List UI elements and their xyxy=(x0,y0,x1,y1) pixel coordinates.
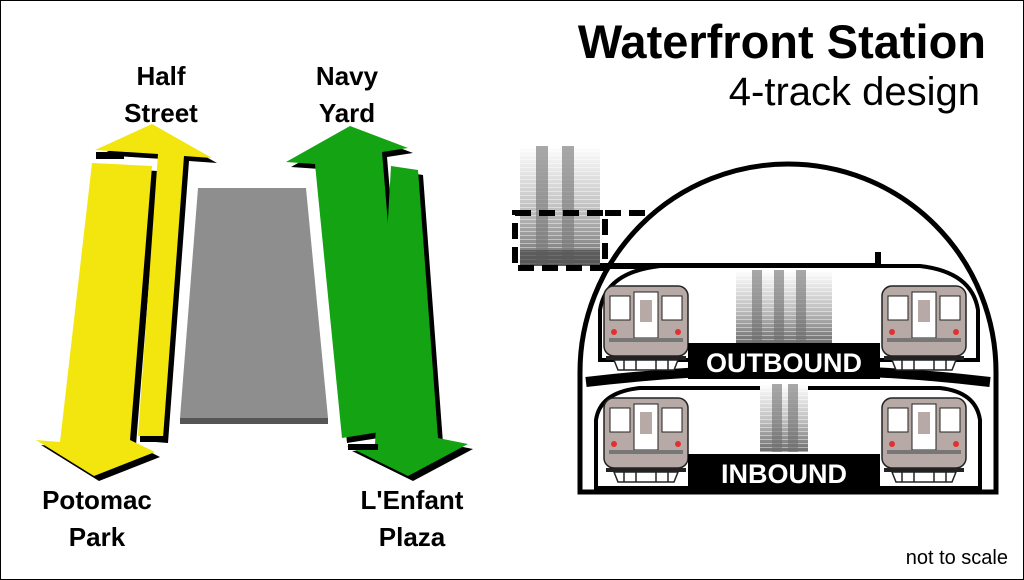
label-navy-yard: Navy Yard xyxy=(315,61,379,128)
outbound-label: OUTBOUND xyxy=(706,348,862,378)
train-lower-right xyxy=(881,397,967,483)
scale-note: not to scale xyxy=(905,547,1008,569)
inbound-label: INBOUND xyxy=(721,459,847,489)
inbound-sign: INBOUND xyxy=(688,454,880,490)
label-half-street: Half Street xyxy=(124,61,198,128)
green-down-arrow xyxy=(347,166,473,481)
diagram-title: Waterfront Station xyxy=(577,15,986,68)
label-potomac-park: Potomac Park xyxy=(42,485,152,552)
upper-escalators xyxy=(736,270,832,344)
train-lower-left xyxy=(603,397,689,483)
label-lenfant-plaza: L'Enfant Plaza xyxy=(360,485,464,552)
yellow-up-arrow xyxy=(95,124,217,443)
mezzanine-escalator xyxy=(520,146,600,266)
train-upper-left xyxy=(603,285,689,371)
lower-escalator xyxy=(760,384,808,452)
center-platform xyxy=(180,188,328,424)
outbound-sign: OUTBOUND xyxy=(688,343,880,379)
diagram-subtitle: 4-track design xyxy=(728,70,980,114)
train-upper-right xyxy=(881,285,967,371)
